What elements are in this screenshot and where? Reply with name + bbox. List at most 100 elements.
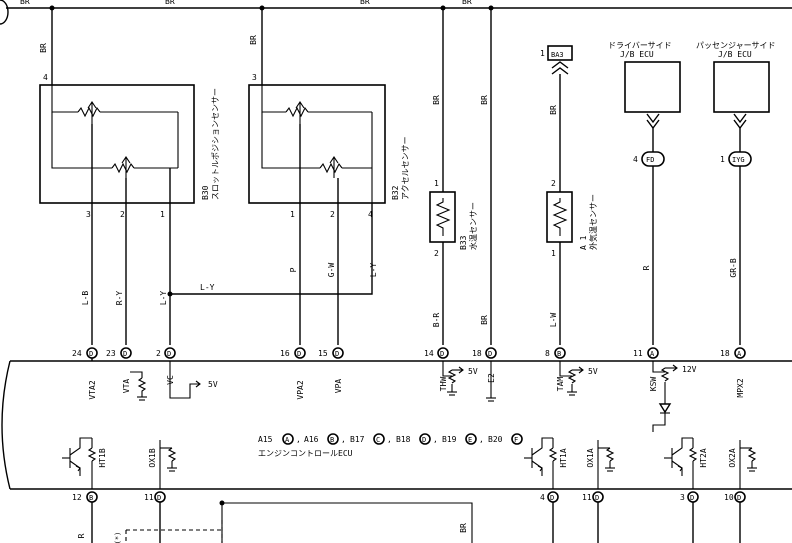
throttle-position-sensor: BR 4 3 2 1 B30 スロットルポジションセンサー L-B R-Y L-… — [39, 8, 220, 345]
tps-wire-vta2: L-B — [81, 291, 90, 306]
ecu-pin-vpa2: 16 — [280, 349, 290, 358]
tps-wire-vta: R-Y — [115, 291, 124, 306]
ecu-pin-thw: 14 — [424, 349, 434, 358]
vc-voltage: 5V — [208, 380, 218, 389]
aps-pin-4: 4 — [368, 210, 373, 219]
thw-voltage: 5V — [468, 367, 478, 376]
signal-tam: TAM — [556, 377, 565, 392]
link-wire-color: L-Y — [200, 283, 215, 292]
aps-name: アクセルセンサー — [401, 136, 410, 200]
aps-wire-vpa: G-W — [327, 263, 336, 278]
bottom-pin-ht1b: 12 — [72, 493, 82, 502]
svg-text:,: , — [341, 435, 346, 444]
ecu-pin-vc: 2 — [156, 349, 161, 358]
ecu-bottom-pins: 12 B 11 D 4 D 11 D 3 D 10 D — [72, 491, 746, 503]
bottom-pin-ht1a: 4 — [540, 493, 545, 502]
tps-ref: B30 — [201, 185, 210, 200]
ht2a-circuit: HT2A — [664, 437, 708, 489]
conn-letter-c: C — [376, 436, 380, 444]
top-bus-label-3: BR — [360, 0, 370, 6]
tps-pin-1: 1 — [160, 210, 165, 219]
bottom-conn-ht1a: D — [550, 494, 554, 502]
conn-letter-b: B — [330, 436, 334, 444]
ats-top-pin: 2 — [551, 179, 556, 188]
svg-text:,: , — [479, 435, 484, 444]
wts-bot-wire-color: B-R — [432, 313, 441, 328]
signal-ht1a: HT1A — [559, 448, 568, 467]
aps-pin-1: 1 — [290, 210, 295, 219]
ecu-conn-letter: D — [167, 350, 171, 358]
signal-ht1b: HT1B — [98, 448, 107, 467]
top-bus-label-2: BR — [165, 0, 175, 6]
svg-text:,: , — [387, 435, 392, 444]
wts-top-pin: 1 — [434, 179, 439, 188]
ecu-top-pins: 24 D 23 D 2 D 16 D 15 D 14 D 18 D 8 B — [72, 347, 746, 361]
aps-ref: B32 — [391, 185, 400, 200]
ecu-conn-letter: D — [89, 350, 93, 358]
ats-top-wire-color: BR — [549, 105, 558, 115]
bottom-left-wire-color: R — [77, 533, 86, 538]
ecu-pin-vpa: 15 — [318, 349, 328, 358]
driver-ecu-pin: 4 — [633, 155, 638, 164]
ecu-name: エンジンコントロールECU — [258, 449, 353, 458]
aps-wire-pin4: L-Y — [369, 263, 378, 278]
signal-ox1b: OX1B — [148, 448, 157, 467]
ats-bot-wire-color: L-W — [549, 313, 558, 328]
tps-pin-3: 3 — [86, 210, 91, 219]
passenger-ecu-wire-color: GR-B — [729, 258, 738, 277]
ecu-pin-ksw: 11 — [633, 349, 643, 358]
aps-pin-2: 2 — [330, 210, 335, 219]
link-wire: L-Y — [167, 210, 373, 297]
tps-pin-2: 2 — [120, 210, 125, 219]
svg-text:,: , — [296, 435, 301, 444]
ecu-pin-vta2: 24 — [72, 349, 82, 358]
ats-conn-pin: 1 — [540, 49, 545, 58]
bottom-left-note: (*) — [114, 532, 122, 543]
bottom-wires: R (*) BR — [77, 500, 741, 543]
signal-ox2a: OX2A — [728, 448, 737, 467]
bottom-pin-ht2a: 3 — [680, 493, 685, 502]
wts-ref: B33 — [459, 235, 468, 250]
conn-name-b19: B19 — [442, 435, 457, 444]
ecu-pin-tam: 8 — [545, 349, 550, 358]
e2-wire: BR BR — [480, 8, 492, 345]
ecu-connector-legend: A15 A , A16 B , B17 C , B18 D , B19 E , … — [258, 433, 523, 458]
tam-voltage: 5V — [588, 367, 598, 376]
passenger-ecu-pin: 1 — [720, 155, 725, 164]
ats-name: 外気温センサー — [588, 194, 598, 250]
bottom-conn-ht2a: D — [690, 494, 694, 502]
driver-ecu-conn: FD — [646, 156, 654, 164]
conn-letter-f: F — [514, 436, 518, 444]
top-bus-label-1: BR — [20, 0, 30, 6]
tps-name: スロットルポジションセンサー — [211, 88, 220, 200]
signal-mpx2: MPX2 — [736, 378, 745, 397]
signal-ox1a: OX1A — [586, 448, 595, 467]
ats-connector: BA3 — [551, 51, 564, 59]
bottom-pin-ox1a: 11 — [582, 493, 592, 502]
driver-ecu-label1: ドライバーサイド — [608, 41, 672, 50]
tps-top-pin: 4 — [43, 73, 48, 82]
conn-name-a15: A15 — [258, 435, 273, 444]
top-bus-label-4: BR — [462, 0, 472, 6]
signal-vpa: VPA — [334, 379, 343, 394]
conn-name-b17: B17 — [350, 435, 365, 444]
passenger-ecu-conn: IYG — [732, 156, 745, 164]
bottom-conn-ox1a: D — [595, 494, 599, 502]
ambient-temp-sensor: 1 BA3 BR 2 1 A 1 外気温センサー L-W — [540, 45, 598, 345]
ecu-conn-letter: A — [650, 350, 655, 358]
bottom-right-wire-color: BR — [459, 523, 468, 533]
e2-wire-color-bot: BR — [480, 315, 489, 325]
passenger-ecu-label1: パッセンジャーサイド — [696, 41, 775, 50]
svg-text:,: , — [433, 435, 438, 444]
ecu-conn-letter: D — [440, 350, 444, 358]
conn-name-a16: A16 — [304, 435, 319, 444]
ecu-pin-mpx2: 18 — [720, 349, 730, 358]
accelerator-sensor: BR 3 1 2 4 B32 アクセルセンサー P G-W L-Y — [248, 8, 410, 345]
ox1b-circuit: OX1B — [148, 440, 177, 489]
ecu-pin-e2: 18 — [472, 349, 482, 358]
ecu-conn-letter: A — [737, 350, 742, 358]
bottom-pin-ox1b: 11 — [144, 493, 154, 502]
bottom-pin-ox2a: 10 — [724, 493, 734, 502]
bottom-conn-ht1b: B — [89, 494, 93, 502]
